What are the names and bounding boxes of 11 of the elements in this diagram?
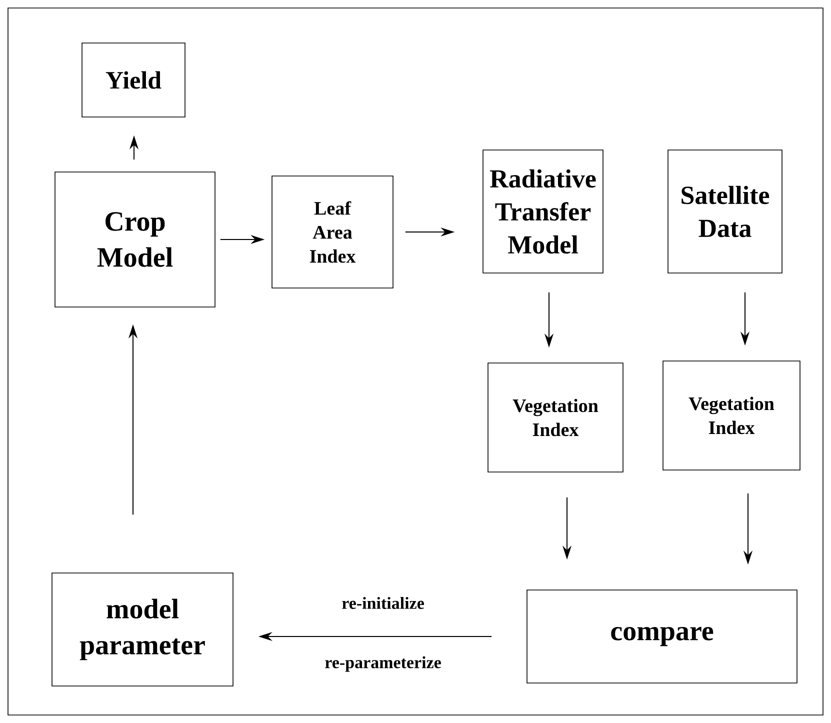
process-box: Radiative Transfer Model bbox=[482, 150, 604, 274]
process-box: model parameter bbox=[52, 572, 234, 686]
process-box: Vegetation Index bbox=[488, 362, 624, 472]
process-box: Yield bbox=[82, 42, 186, 118]
process-box: compare bbox=[526, 590, 798, 684]
annotation-text: re-parameterize bbox=[325, 656, 441, 672]
process-box: Crop Model bbox=[54, 172, 216, 308]
process-box: Satellite Data bbox=[668, 150, 782, 274]
process-box: Leaf Area Index bbox=[272, 176, 394, 288]
edge-label: re-initialize bbox=[340, 596, 426, 610]
process-box: Vegetation Index bbox=[662, 360, 800, 470]
